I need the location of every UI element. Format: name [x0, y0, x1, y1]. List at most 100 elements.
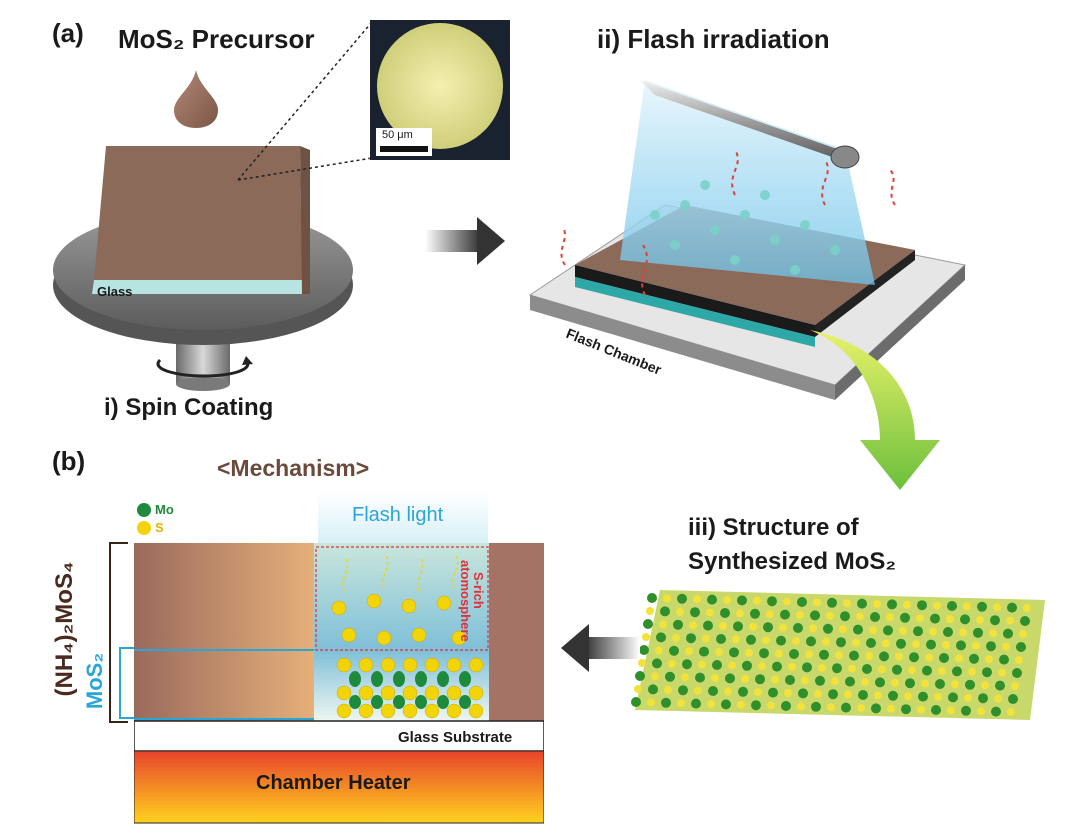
lattice-atom — [848, 664, 856, 673]
lattice-atom — [892, 664, 902, 675]
lattice-atom — [870, 612, 880, 622]
lattice-atom — [753, 596, 761, 605]
lattice-atom — [918, 691, 928, 702]
lattice-atom — [929, 627, 937, 636]
lattice-atom — [995, 680, 1005, 691]
lattice-atom — [947, 601, 957, 611]
atmosphere-label-line1: S-rich — [471, 572, 486, 609]
lattice-atom — [858, 690, 868, 700]
lattice-atom — [938, 667, 946, 675]
lattice-atom — [886, 613, 894, 622]
lattice-atom — [725, 673, 735, 684]
lattice-atom — [729, 647, 739, 658]
lattice-atom — [843, 599, 851, 608]
lattice-atom — [639, 645, 649, 655]
structure-title-line2: Synthesized MoS₂ — [688, 548, 897, 575]
flash-lamp — [640, 80, 855, 165]
rotation-arrow — [156, 358, 250, 378]
lattice-atom — [917, 600, 927, 611]
lattice-atom — [664, 685, 672, 694]
lattice-atom — [947, 706, 955, 715]
lattice-atom — [762, 636, 770, 645]
lattice-atom — [865, 652, 873, 660]
lattice-atom — [866, 638, 876, 648]
lattice-atom — [711, 674, 719, 682]
legend-mo-label: Mo — [155, 502, 174, 517]
lattice-atom — [849, 650, 859, 661]
lattice-atom — [720, 608, 730, 618]
lattice-atom — [935, 679, 945, 689]
lattice-atom — [955, 654, 963, 663]
lattice-atom — [685, 647, 693, 656]
glass-substrate-block — [134, 720, 544, 752]
lattice-atom — [963, 602, 971, 611]
lattice-atom — [689, 621, 697, 630]
lattice-atom — [968, 667, 976, 676]
scale-bar — [380, 146, 428, 152]
lattice-atom — [767, 596, 777, 607]
lattice-atom — [952, 666, 962, 677]
lattice-atom — [828, 689, 838, 700]
lattice-atom — [942, 641, 950, 649]
lattice-atom — [999, 654, 1009, 665]
lattice-atom — [732, 635, 740, 644]
lattice-atom — [635, 671, 645, 681]
lattice-atom — [750, 608, 760, 619]
lattice-atom — [814, 689, 822, 698]
lattice-atom — [976, 615, 984, 624]
lattice-atom — [759, 648, 769, 659]
lattice-atom — [742, 660, 752, 671]
lattice-atom — [655, 646, 663, 655]
lattice-atom — [831, 677, 839, 686]
lattice-atom — [1023, 604, 1031, 612]
lattice-atom — [802, 662, 812, 673]
lattice-atom — [668, 659, 676, 668]
lattice-atom — [811, 701, 821, 712]
lattice-atom — [836, 637, 846, 648]
lattice-atom — [1020, 616, 1030, 626]
precursor-droplet — [174, 70, 218, 128]
glass-substrate-label: Glass Substrate — [398, 729, 513, 746]
lattice-atom — [716, 634, 726, 644]
process-arrow-right — [425, 217, 505, 265]
lattice-atom — [695, 672, 705, 683]
lattice-atom — [638, 659, 646, 667]
lattice-atom — [879, 651, 889, 662]
lattice-atom — [766, 610, 774, 619]
lattice-atom — [904, 692, 912, 701]
lattice-atom — [738, 686, 748, 697]
lattice-atom — [681, 673, 689, 682]
panel-b-label: (b) — [52, 446, 86, 476]
lattice-atom — [934, 693, 942, 701]
lattice-atom — [737, 700, 745, 709]
lattice-atom — [736, 609, 744, 618]
lattice-atom — [901, 704, 911, 715]
precursor-axis-label: (NH₄)₂MoS₄ — [51, 561, 78, 697]
flash-light-region — [318, 492, 488, 544]
lattice-atom — [724, 687, 732, 696]
lattice-atom — [921, 679, 929, 688]
lattice-atom — [973, 627, 983, 638]
lattice-atom — [873, 600, 881, 608]
lattice-atom — [990, 615, 1000, 626]
lattice-atom — [977, 707, 985, 716]
lattice-atom — [822, 637, 830, 646]
lattice-atom — [856, 612, 864, 621]
lattice-atom — [661, 697, 671, 708]
lattice-atom — [827, 703, 835, 712]
lattice-atom — [905, 678, 915, 689]
lattice-atom — [643, 619, 653, 629]
lattice-atom — [840, 611, 850, 622]
lattice-atom — [677, 593, 687, 604]
lattice-atom — [887, 704, 895, 713]
lattice-atom — [813, 598, 821, 607]
lattice-atom — [989, 629, 997, 638]
lattice-atom — [784, 689, 792, 697]
lattice-atom — [827, 597, 837, 608]
lattice-atom — [796, 611, 804, 619]
lattice-atom — [678, 685, 688, 696]
lattice-atom — [721, 699, 731, 710]
lattice-atom — [677, 699, 685, 708]
lattice-atom — [706, 608, 714, 617]
lattice-atom — [801, 676, 809, 685]
